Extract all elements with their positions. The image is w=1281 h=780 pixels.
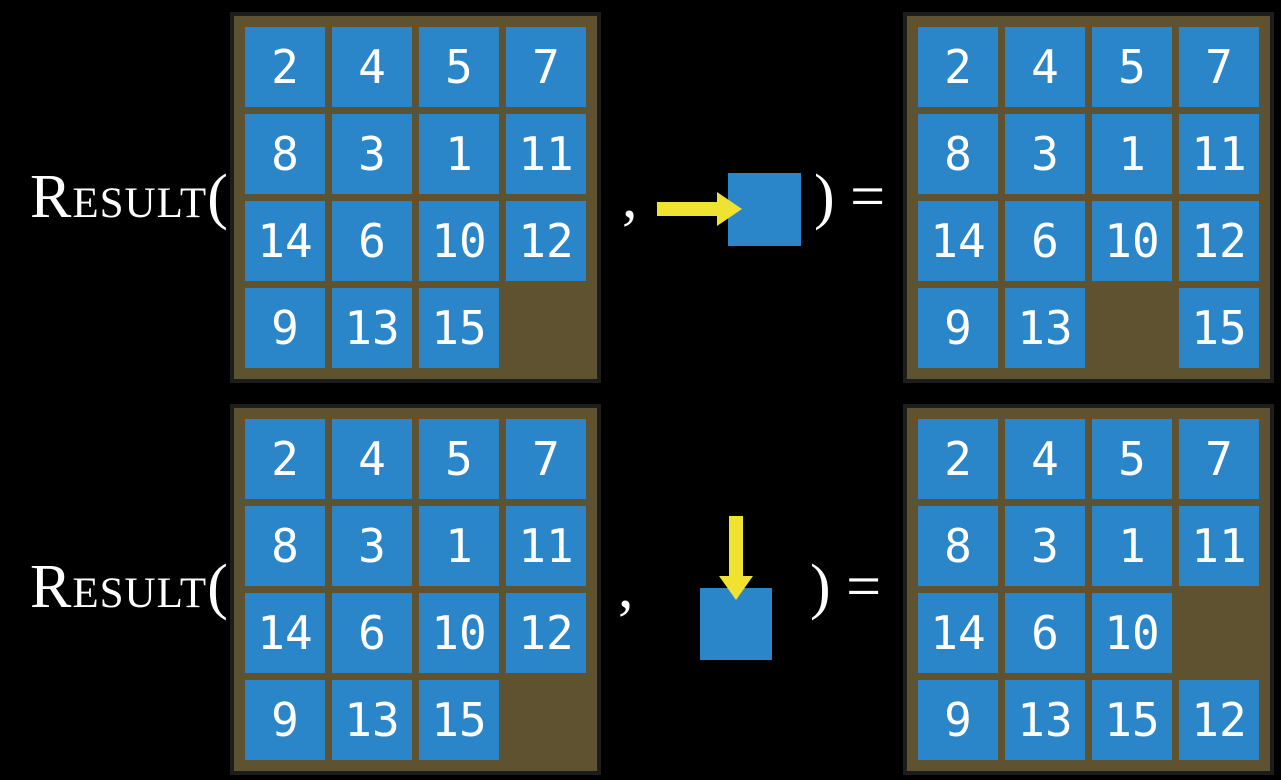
- tile-11: 11: [1179, 114, 1259, 194]
- tile-10: 10: [1092, 201, 1172, 281]
- tile-9: 9: [245, 288, 325, 368]
- tile-5: 5: [419, 419, 499, 499]
- tile-5: 5: [419, 27, 499, 107]
- tile-11: 11: [506, 114, 586, 194]
- tile-5: 5: [1092, 419, 1172, 499]
- tile-1: 1: [419, 506, 499, 586]
- tile-14: 14: [245, 201, 325, 281]
- function-name-text: Result: [30, 163, 208, 231]
- tile-3: 3: [332, 114, 412, 194]
- blank-tile-square-2: [700, 588, 772, 660]
- comma-separator-2: ,: [618, 553, 634, 621]
- tile-14: 14: [918, 201, 998, 281]
- close-paren-equals-1: ) =: [814, 163, 886, 231]
- tile-2: 2: [245, 27, 325, 107]
- tile-9: 9: [918, 680, 998, 760]
- tile-4: 4: [1005, 419, 1085, 499]
- tile-15: 15: [1092, 680, 1172, 760]
- result-function-label-1: Result(: [30, 166, 228, 228]
- tile-7: 7: [1179, 419, 1259, 499]
- tile-10: 10: [419, 593, 499, 673]
- comma-separator-1: ,: [622, 163, 638, 231]
- tile-9: 9: [245, 680, 325, 760]
- tile-1: 1: [1092, 506, 1172, 586]
- empty-cell: [1092, 288, 1172, 368]
- right-arrow-icon: [657, 192, 742, 226]
- tile-3: 3: [332, 506, 412, 586]
- tile-10: 10: [419, 201, 499, 281]
- tile-8: 8: [245, 506, 325, 586]
- tile-11: 11: [506, 506, 586, 586]
- tile-12: 12: [506, 201, 586, 281]
- tile-6: 6: [332, 593, 412, 673]
- tile-13: 13: [332, 288, 412, 368]
- empty-cell: [506, 680, 586, 760]
- down-arrow-icon: [719, 516, 753, 600]
- tile-12: 12: [1179, 680, 1259, 760]
- tile-10: 10: [1092, 593, 1172, 673]
- tile-2: 2: [918, 419, 998, 499]
- tile-12: 12: [1179, 201, 1259, 281]
- tile-4: 4: [332, 419, 412, 499]
- tile-15: 15: [419, 288, 499, 368]
- tile-8: 8: [245, 114, 325, 194]
- tile-2: 2: [245, 419, 325, 499]
- tile-9: 9: [918, 288, 998, 368]
- tile-14: 14: [918, 593, 998, 673]
- tile-6: 6: [1005, 201, 1085, 281]
- tile-3: 3: [1005, 506, 1085, 586]
- tile-2: 2: [918, 27, 998, 107]
- tile-11: 11: [1179, 506, 1259, 586]
- tile-4: 4: [332, 27, 412, 107]
- tile-1: 1: [1092, 114, 1172, 194]
- result-function-label-2: Result(: [30, 556, 228, 618]
- tile-7: 7: [506, 419, 586, 499]
- tile-13: 13: [1005, 288, 1085, 368]
- tile-14: 14: [245, 593, 325, 673]
- tile-6: 6: [1005, 593, 1085, 673]
- tile-4: 4: [1005, 27, 1085, 107]
- tile-1: 1: [419, 114, 499, 194]
- tile-6: 6: [332, 201, 412, 281]
- function-name-text: Result: [30, 553, 208, 621]
- tile-12: 12: [506, 593, 586, 673]
- tile-5: 5: [1092, 27, 1172, 107]
- empty-cell: [506, 288, 586, 368]
- open-paren: (: [207, 553, 228, 621]
- close-paren-equals-2: ) =: [810, 553, 882, 621]
- tile-13: 13: [332, 680, 412, 760]
- tile-13: 13: [1005, 680, 1085, 760]
- tile-15: 15: [1179, 288, 1259, 368]
- tile-8: 8: [918, 506, 998, 586]
- tile-3: 3: [1005, 114, 1085, 194]
- tile-8: 8: [918, 114, 998, 194]
- open-paren: (: [207, 163, 228, 231]
- tile-7: 7: [506, 27, 586, 107]
- empty-cell: [1179, 593, 1259, 673]
- tile-7: 7: [1179, 27, 1259, 107]
- tile-15: 15: [419, 680, 499, 760]
